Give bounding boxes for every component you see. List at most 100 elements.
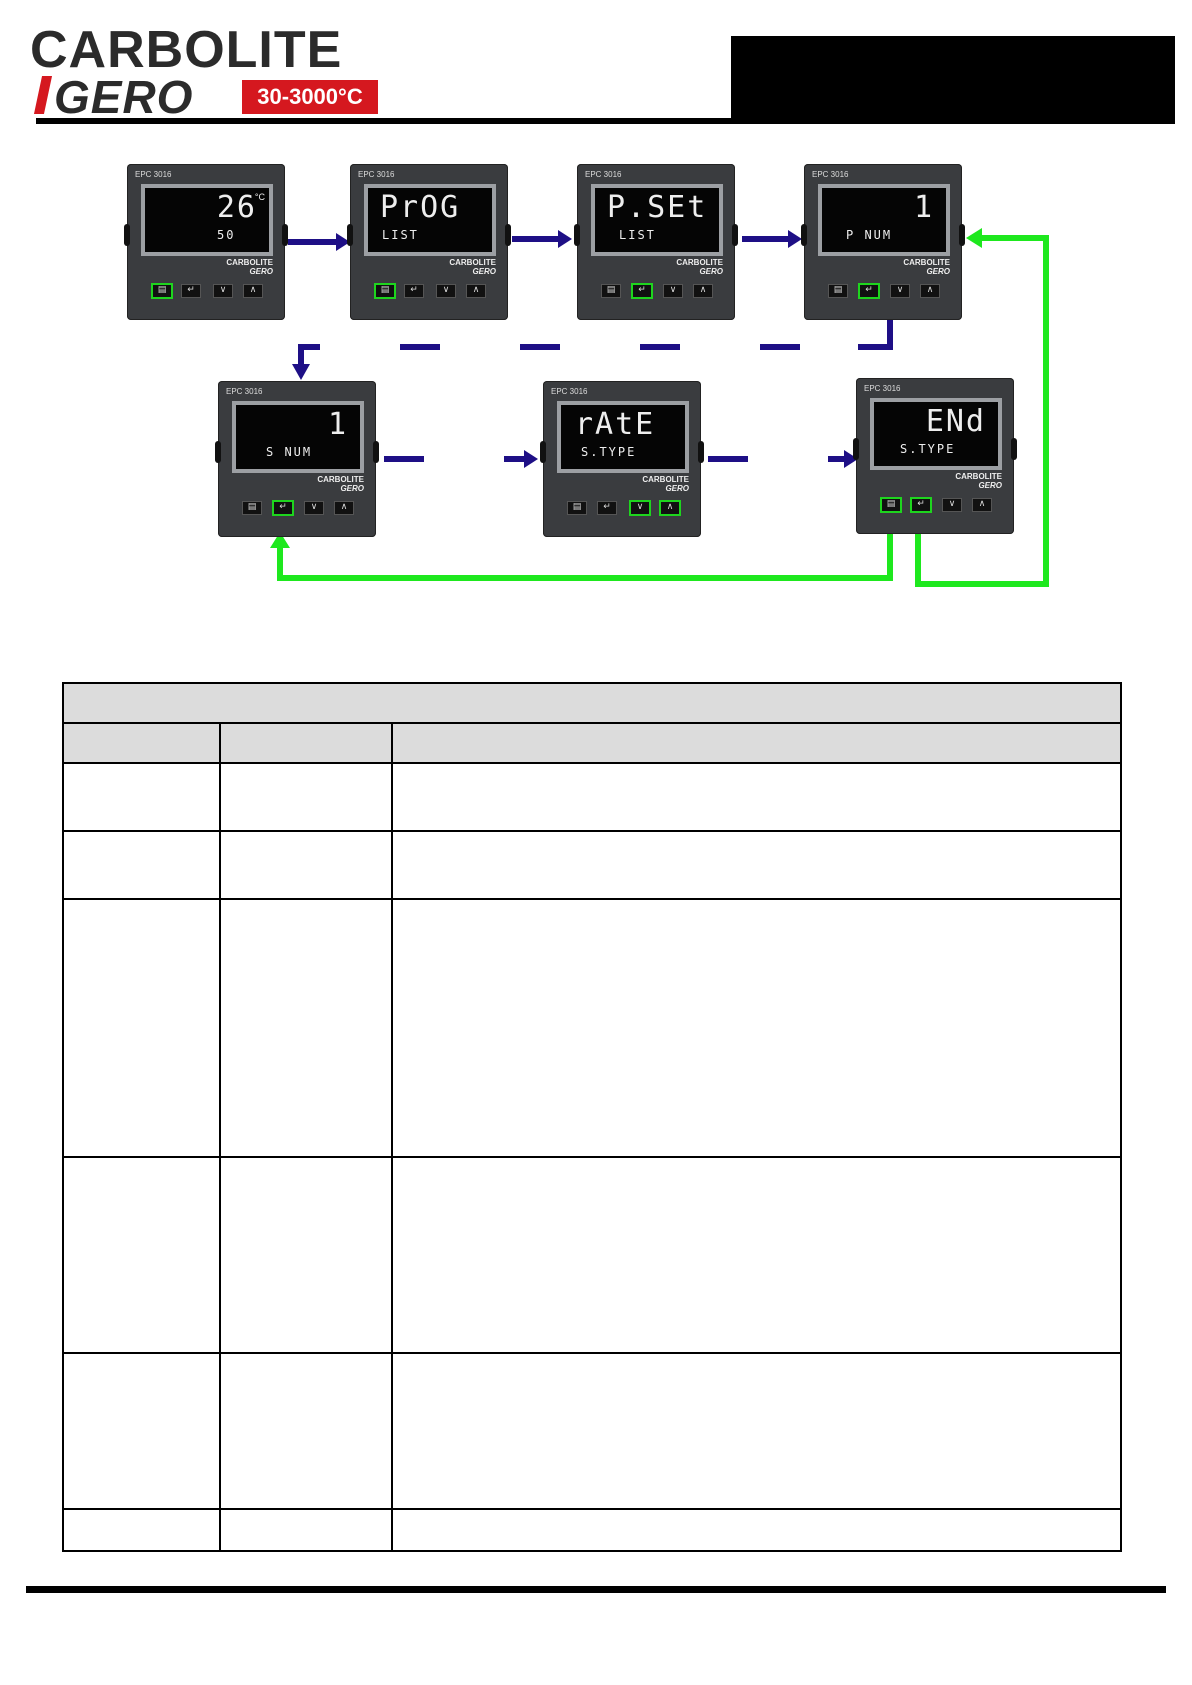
controller-model: EPC 3016 <box>226 387 263 396</box>
display-bezel: 26 °C 50 <box>141 184 273 256</box>
table-cell <box>219 1508 393 1552</box>
controller-brand-sub: GERO <box>978 481 1002 490</box>
scroll-button[interactable]: ↵ <box>272 500 294 516</box>
controller-brand-sub: GERO <box>472 267 496 276</box>
display-bezel: 1 S NUM <box>232 401 364 473</box>
side-knob <box>347 224 353 246</box>
up-button[interactable]: ∧ <box>920 284 940 298</box>
scroll-enter-icon: ↵ <box>865 285 873 295</box>
down-button[interactable]: ∨ <box>629 500 651 516</box>
display-bezel: ENd S.TYPE <box>870 398 1002 470</box>
page-icon: ▤ <box>380 285 390 295</box>
page-icon: ▤ <box>157 285 167 295</box>
table-title-row <box>62 682 1122 724</box>
down-button[interactable]: ∨ <box>890 284 910 298</box>
page-icon: ▤ <box>572 502 582 512</box>
controller-brand: CARBOLITE <box>676 258 723 267</box>
side-knob <box>373 441 379 463</box>
controller-prog-list: EPC 3016 PrOG LIST CARBOLITE GERO ▤ ↵ ∨ … <box>347 164 511 320</box>
display-screen: P.SEt LIST <box>595 188 719 252</box>
column-header <box>219 722 393 764</box>
display-main: rAtE <box>575 407 656 442</box>
controller-flow-diagram <box>270 228 1049 587</box>
chevron-down-icon: ∨ <box>636 502 644 512</box>
page-button[interactable]: ▤ <box>880 497 902 513</box>
page-button[interactable]: ▤ <box>151 283 173 299</box>
page-button[interactable]: ▤ <box>567 501 587 515</box>
header-black-box <box>731 36 1175 124</box>
controller-s-type-end: EPC 3016 ENd S.TYPE CARBOLITE GERO ▤ ↵ ∨… <box>853 378 1017 534</box>
display-main: 1 <box>327 407 348 442</box>
display-screen: PrOG LIST <box>368 188 492 252</box>
down-button[interactable]: ∨ <box>942 498 962 512</box>
controller-brand-sub: GERO <box>665 484 689 493</box>
up-button[interactable]: ∧ <box>334 501 354 515</box>
controller-s-num: EPC 3016 1 S NUM CARBOLITE GERO ▤ ↵ ∨ ∧ <box>215 381 379 537</box>
chevron-up-icon: ∧ <box>699 285 707 295</box>
controller-model: EPC 3016 <box>358 170 395 179</box>
display-screen: 1 P NUM <box>822 188 946 252</box>
page-button[interactable]: ▤ <box>374 283 396 299</box>
table-cell <box>391 1508 1122 1552</box>
table-row <box>62 1352 1122 1510</box>
scroll-button[interactable]: ↵ <box>597 501 617 515</box>
chevron-up-icon: ∧ <box>926 285 934 295</box>
display-sub: P NUM <box>846 228 893 242</box>
display-screen: ENd S.TYPE <box>874 402 998 466</box>
display-sub: S.TYPE <box>900 442 956 456</box>
chevron-down-icon: ∨ <box>219 285 227 295</box>
side-knob <box>853 438 859 460</box>
loop-end-to-snum <box>270 512 893 581</box>
up-button[interactable]: ∧ <box>693 284 713 298</box>
carbolite-gero-logo: CARBOLITE GERO 30-3000°C <box>30 22 378 122</box>
display-main: ENd <box>925 404 986 439</box>
scroll-button[interactable]: ↵ <box>631 283 653 299</box>
up-button[interactable]: ∧ <box>466 284 486 298</box>
display-sub: LIST <box>619 228 656 242</box>
up-button[interactable]: ∧ <box>243 284 263 298</box>
scroll-button[interactable]: ↵ <box>181 284 201 298</box>
controller-brand: CARBOLITE <box>449 258 496 267</box>
loop-end-to-pnum <box>915 228 1049 587</box>
column-header <box>62 722 221 764</box>
down-button[interactable]: ∨ <box>436 284 456 298</box>
scroll-button[interactable]: ↵ <box>404 284 424 298</box>
page-button[interactable]: ▤ <box>601 284 621 298</box>
side-knob <box>215 441 221 463</box>
table-title <box>62 682 1122 724</box>
display-unit: °C <box>254 192 265 202</box>
table-row <box>62 1508 1122 1552</box>
arrow-rate-to-end-dashed <box>708 450 858 468</box>
scroll-button[interactable]: ↵ <box>858 283 880 299</box>
controller-brand: CARBOLITE <box>903 258 950 267</box>
display-main: PrOG <box>380 190 461 225</box>
page-button[interactable]: ▤ <box>828 284 848 298</box>
controller-pset-list: EPC 3016 P.SEt LIST CARBOLITE GERO ▤ ↵ ∨… <box>574 164 738 320</box>
side-knob <box>282 224 288 246</box>
chevron-down-icon: ∨ <box>310 502 318 512</box>
table-header-row <box>62 722 1122 764</box>
table-cell <box>219 762 393 832</box>
down-button[interactable]: ∨ <box>304 501 324 515</box>
table-cell <box>391 898 1122 1158</box>
display-main: P.SEt <box>607 190 708 225</box>
scroll-button[interactable]: ↵ <box>910 497 932 513</box>
column-header <box>391 722 1122 764</box>
table-row <box>62 830 1122 900</box>
up-button[interactable]: ∧ <box>659 500 681 516</box>
down-button[interactable]: ∨ <box>213 284 233 298</box>
table-cell <box>62 1508 221 1552</box>
page-button[interactable]: ▤ <box>242 501 262 515</box>
display-screen: rAtE S.TYPE <box>561 405 685 469</box>
table-cell <box>391 1156 1122 1354</box>
display-main: 1 <box>913 190 934 225</box>
arrow-pset-to-pnum <box>742 230 802 248</box>
display-bezel: P.SEt LIST <box>591 184 723 256</box>
side-knob <box>732 224 738 246</box>
up-button[interactable]: ∧ <box>972 498 992 512</box>
controller-brand-sub: GERO <box>249 267 273 276</box>
down-button[interactable]: ∨ <box>663 284 683 298</box>
side-knob <box>698 441 704 463</box>
arrow-prog-to-pset <box>512 230 572 248</box>
page-icon: ▤ <box>886 499 896 509</box>
